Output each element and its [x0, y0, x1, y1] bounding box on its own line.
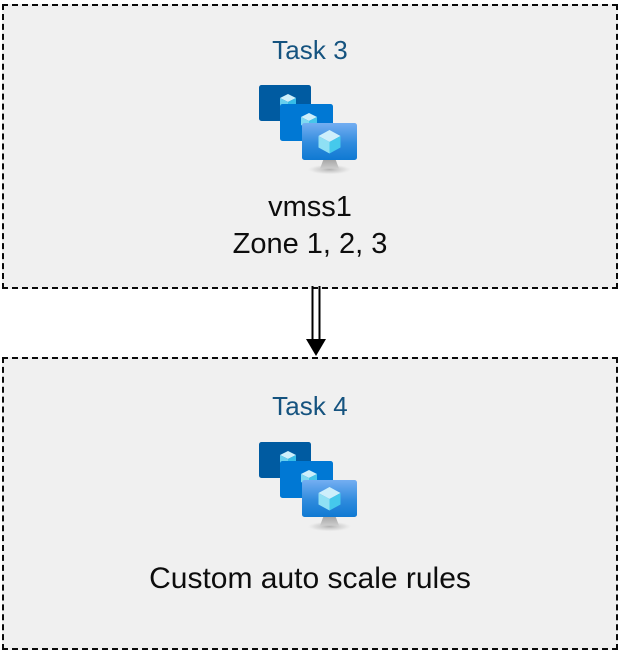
- double-line-arrow-down-icon: [306, 286, 326, 356]
- task-caption: vmss1 Zone 1, 2, 3: [232, 191, 388, 260]
- task-box-task4[interactable]: Task 4: [2, 357, 618, 650]
- task-box-task3[interactable]: Task 3: [2, 4, 618, 289]
- task-caption: Custom auto scale rules: [149, 562, 471, 595]
- task-title: Task 4: [272, 391, 348, 421]
- task-title: Task 3: [272, 35, 348, 65]
- azure-vm-scale-set-icon: [259, 85, 357, 175]
- azure-vm-scale-set-icon: [259, 442, 357, 532]
